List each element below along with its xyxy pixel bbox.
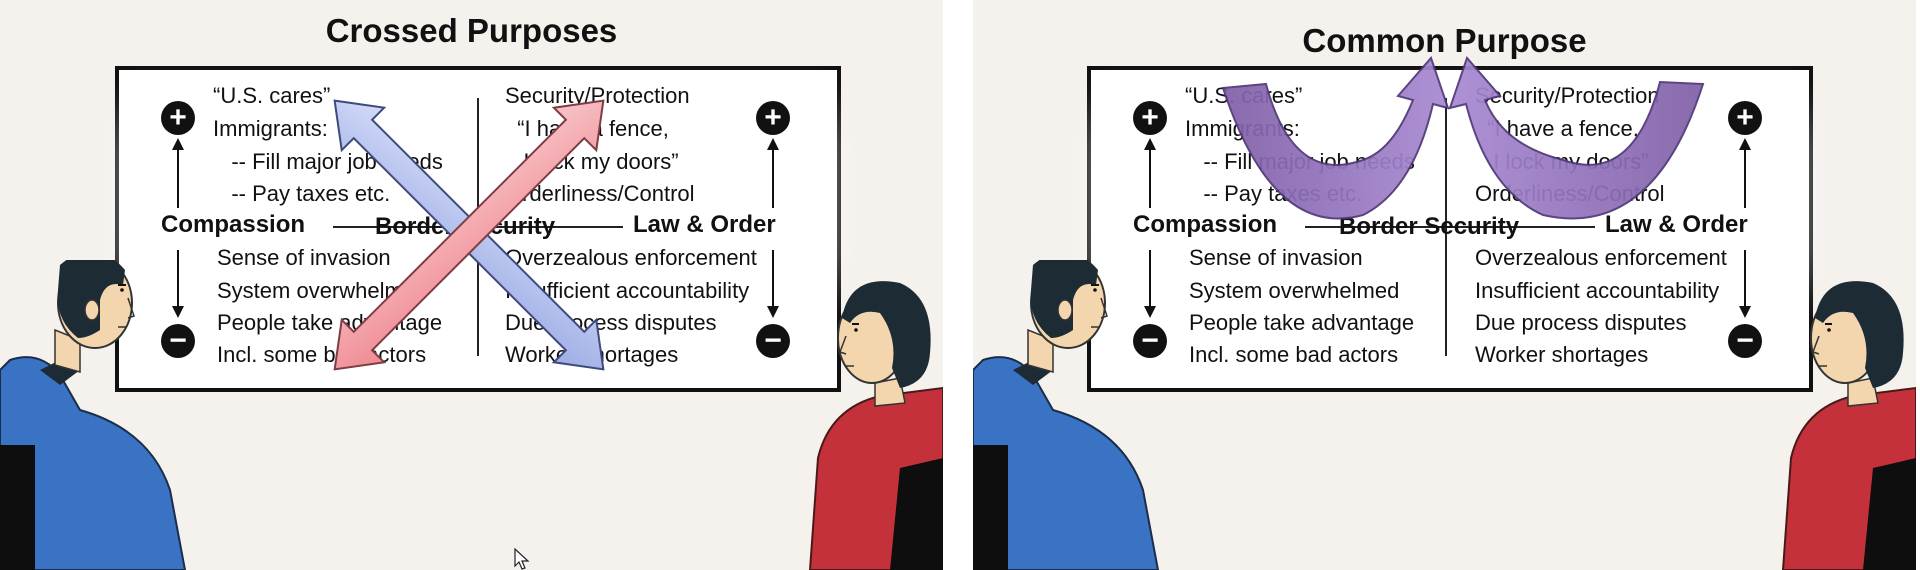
bottom-right-line: Insufficient accountability <box>1475 278 1720 303</box>
top-left-line: “U.S. cares” <box>213 83 331 108</box>
red-double-arrow <box>333 99 605 371</box>
minus-icon: − <box>756 324 790 358</box>
person-right-red <box>808 281 943 570</box>
plus-icon: + <box>756 101 790 135</box>
up-arrow-line <box>1744 148 1746 208</box>
bottom-right-line: Due process disputes <box>1475 310 1687 335</box>
plus-icon: + <box>1133 101 1167 135</box>
plus-icon: + <box>161 101 195 135</box>
plus-icon: + <box>1728 101 1762 135</box>
top-right-line: Security/Protection <box>1475 83 1660 108</box>
polarity-board: + − + − “U.S. cares” Immigrants: -- Fill… <box>115 66 841 392</box>
down-arrow-head <box>172 306 184 318</box>
blue-double-arrow <box>333 99 605 371</box>
person-left-blue <box>973 260 1160 570</box>
up-arrow-head <box>1144 138 1156 150</box>
horizontal-divider <box>1305 226 1595 228</box>
down-arrow-line <box>1149 250 1151 308</box>
top-right-line: “I have a fence, <box>1475 116 1639 141</box>
bottom-left-line: Incl. some bad actors <box>1189 342 1399 367</box>
panel-common-purpose: Common Purpose + − + − “U.S. cares” Immi… <box>973 0 1916 570</box>
up-arrow-head <box>767 138 779 150</box>
panel-title: Common Purpose <box>1302 22 1587 59</box>
down-arrow-head <box>1144 306 1156 318</box>
mouse-cursor-icon <box>514 548 530 570</box>
minus-icon: − <box>1728 324 1762 358</box>
down-arrow-line <box>177 250 179 308</box>
up-arrow-head <box>1739 138 1751 150</box>
bottom-right-line: Overzealous enforcement <box>505 245 757 270</box>
up-arrow-head <box>172 138 184 150</box>
left-curved-arrow <box>1221 56 1450 220</box>
down-arrow-head <box>1739 306 1751 318</box>
right-curved-arrow <box>1448 56 1705 220</box>
minus-icon: − <box>1133 324 1167 358</box>
panel-crossed-purposes: Crossed Purposes + − + − “U.S. cares” Im… <box>0 0 943 570</box>
panel-title: Crossed Purposes <box>325 12 618 49</box>
bottom-right-line: Worker shortages <box>1475 342 1649 367</box>
up-arrow-line <box>177 148 179 208</box>
bottom-left-line: System overwhelmed <box>1189 278 1400 303</box>
minus-icon: − <box>161 324 195 358</box>
bottom-right-line: Overzealous enforcement <box>1475 245 1727 270</box>
person-left-blue <box>0 260 187 570</box>
top-left-line: Immigrants: <box>213 116 328 141</box>
down-arrow-line <box>772 250 774 308</box>
crossed-arrows <box>333 99 605 371</box>
up-arrow-line <box>772 148 774 208</box>
polarity-board: + − + − “U.S. cares” Immigrants: -- Fill… <box>1087 66 1813 392</box>
compassion-label: Compassion <box>161 211 306 238</box>
law-order-label: Law & Order <box>1605 211 1748 238</box>
up-arrow-line <box>1149 148 1151 208</box>
law-order-label: Law & Order <box>633 211 776 238</box>
common-purpose-arrows <box>1221 56 1705 220</box>
bottom-left-line: Sense of invasion <box>217 245 391 270</box>
top-left-line: -- Pay taxes etc. <box>213 181 391 206</box>
down-arrow-head <box>767 306 779 318</box>
person-right-red <box>1781 281 1916 570</box>
compassion-label: Compassion <box>1133 211 1278 238</box>
down-arrow-line <box>1744 250 1746 308</box>
bottom-left-line: People take advantage <box>1189 310 1415 335</box>
bottom-left-line: Sense of invasion <box>1189 245 1363 270</box>
